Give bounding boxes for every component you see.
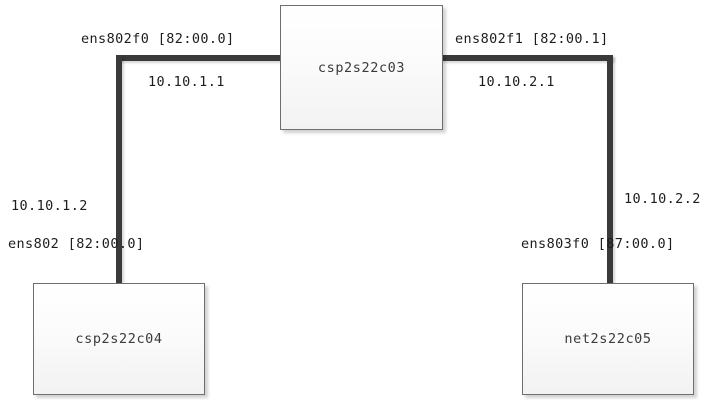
ip-label-right-bottom: 10.10.2.2 xyxy=(624,191,701,207)
node-csp2s22c04[interactable]: csp2s22c04 xyxy=(33,283,205,395)
interface-label-right-top: ens802f1 [82:00.1] xyxy=(455,31,609,47)
link-left-vertical-segment xyxy=(116,55,122,287)
interface-label-left-bottom: ens802 [82:00.0] xyxy=(8,236,145,252)
link-right-vertical-segment xyxy=(607,55,613,287)
ip-label-left-top: 10.10.1.1 xyxy=(148,74,225,90)
node-csp2s22c03-label: csp2s22c03 xyxy=(317,59,406,76)
node-csp2s22c03[interactable]: csp2s22c03 xyxy=(280,5,443,130)
link-left-horizontal-segment xyxy=(116,55,282,61)
node-csp2s22c04-label: csp2s22c04 xyxy=(75,331,163,347)
node-net2s22c05[interactable]: net2s22c05 xyxy=(522,283,694,395)
interface-label-left-top: ens802f0 [82:00.0] xyxy=(81,31,235,47)
ip-label-right-top: 10.10.2.1 xyxy=(478,74,555,90)
interface-label-right-bottom: ens803f0 [87:00.0] xyxy=(521,236,675,252)
link-right-horizontal-segment xyxy=(441,55,613,61)
ip-label-left-bottom: 10.10.1.2 xyxy=(11,198,88,214)
node-net2s22c05-label: net2s22c05 xyxy=(564,331,652,347)
